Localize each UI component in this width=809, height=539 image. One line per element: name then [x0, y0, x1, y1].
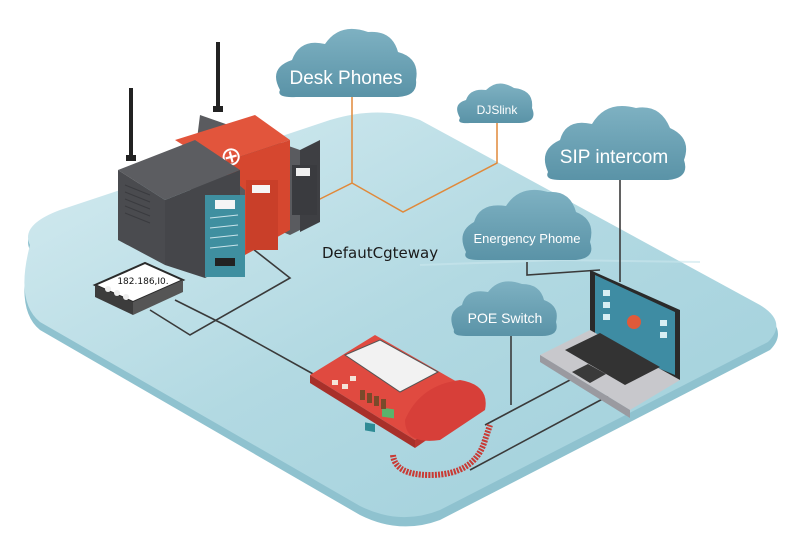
- default-gateway-label: DefautCgteway: [322, 244, 438, 262]
- orange-links: [317, 92, 498, 213]
- red-desk-phone: [310, 335, 493, 479]
- cloud-label-sip-intercom: SIP intercom: [560, 147, 668, 168]
- laptop: [540, 270, 680, 418]
- cloud-djslink: DJSlink: [457, 83, 534, 124]
- network-cables: [149, 170, 621, 471]
- server-stack: ⊕: [118, 42, 320, 278]
- cloud-label-poe-switch: POE Switch: [468, 310, 543, 326]
- network-switch: 182.186,I0.: [92, 261, 186, 315]
- cloud-emergency-phone: Energency Phome: [462, 189, 592, 260]
- cloud-desk-phones: Desk Phones: [276, 28, 417, 98]
- cloud-label-emergency-phone: Energency Phome: [474, 231, 581, 246]
- cloud-label-desk-phones: Desk Phones: [289, 68, 402, 89]
- switch-ip-label: 182.186,I0.: [117, 277, 168, 287]
- cloud-poe-switch: POE Switch: [451, 281, 557, 336]
- cloud-sip-intercom: SIP intercom: [544, 106, 687, 180]
- cloud-label-djslink: DJSlink: [477, 103, 519, 117]
